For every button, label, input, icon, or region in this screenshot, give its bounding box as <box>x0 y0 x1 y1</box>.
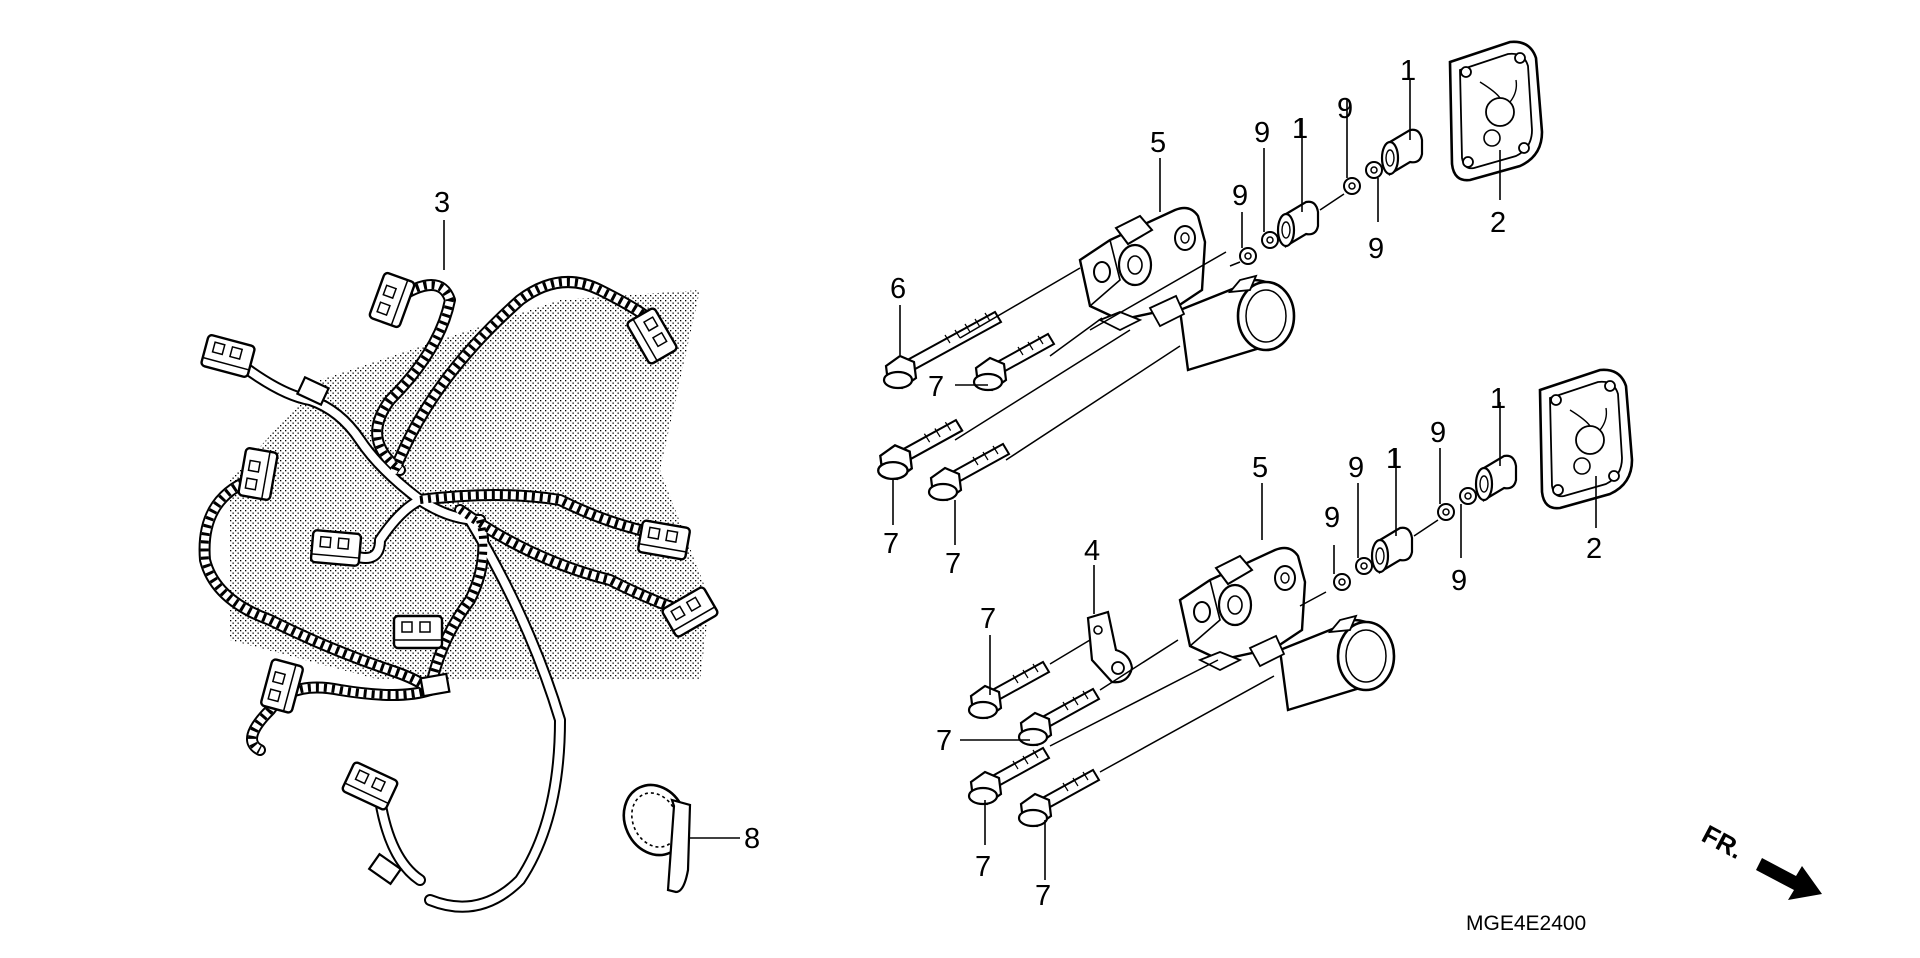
plug-1-lower-2 <box>1474 454 1518 502</box>
callout-5-lower: 5 <box>1252 452 1268 484</box>
callout-7-upper-c: 7 <box>945 548 961 580</box>
callout-7-upper-a: 7 <box>928 371 944 403</box>
callout-9-upper-4: 9 <box>1368 233 1384 265</box>
callout-4: 4 <box>1084 535 1100 567</box>
washer-9-lower-4 <box>1459 487 1477 505</box>
callout-7-lower-b: 7 <box>936 725 952 757</box>
callout-9-upper-2: 9 <box>1254 117 1270 149</box>
solenoid-assembly-upper <box>877 40 1544 502</box>
washer-9-upper-1 <box>1239 247 1257 265</box>
callout-1-lower-1: 1 <box>1386 443 1402 475</box>
bolt-7-upper-c <box>927 442 1011 502</box>
plug-1-upper-1 <box>1276 200 1320 248</box>
callout-2-lower: 2 <box>1586 533 1602 565</box>
leader-lines <box>443 78 1597 880</box>
front-direction-indicator: FR. <box>1697 819 1822 900</box>
washer-9-upper-4 <box>1365 161 1383 179</box>
bolt-7-lower-b <box>1017 687 1101 747</box>
washer-9-lower-2 <box>1355 557 1373 575</box>
callout-1-upper-2: 1 <box>1400 55 1416 87</box>
callout-9-upper-1: 9 <box>1232 180 1248 212</box>
solenoid-valve-upper <box>1078 206 1296 372</box>
callout-1-upper-1: 1 <box>1292 113 1308 145</box>
callout-6: 6 <box>890 273 906 305</box>
solenoid-assembly-lower <box>967 368 1634 828</box>
washer-9-lower-3 <box>1437 503 1455 521</box>
callout-2-upper: 2 <box>1490 207 1506 239</box>
plug-1-lower-1 <box>1370 526 1414 574</box>
callout-1-lower-2: 1 <box>1490 383 1506 415</box>
callout-8: 8 <box>744 823 760 855</box>
callout-3: 3 <box>434 187 450 219</box>
callout-9-upper-3: 9 <box>1337 93 1353 125</box>
callout-9-lower-3: 9 <box>1430 417 1446 449</box>
bolt-7-upper-a <box>972 332 1056 392</box>
callout-5-upper: 5 <box>1150 127 1166 159</box>
callout-9-lower-1: 9 <box>1324 502 1340 534</box>
gasket-2-lower <box>1538 368 1634 510</box>
callout-7-lower-c: 7 <box>975 851 991 883</box>
gasket-2-upper <box>1448 40 1544 182</box>
front-direction-arrow-icon <box>1756 858 1822 900</box>
plug-1-upper-2 <box>1380 128 1424 176</box>
bolt-7-lower-d <box>1017 768 1101 828</box>
callout-9-lower-4: 9 <box>1451 565 1467 597</box>
cable-tie <box>622 783 692 894</box>
harness-connectors <box>199 270 720 886</box>
callout-9-lower-2: 9 <box>1348 452 1364 484</box>
callout-7-upper-b: 7 <box>883 528 899 560</box>
callout-labels: 3 8 6 7 7 7 5 9 9 1 9 9 1 2 5 4 9 9 1 9 … <box>434 55 1602 912</box>
callout-7-lower-d: 7 <box>1035 880 1051 912</box>
bracket-4 <box>1086 610 1134 684</box>
bolt-7-lower-a <box>967 660 1051 720</box>
washer-9-lower-1 <box>1333 573 1351 591</box>
diagram-code: MGE4E2400 <box>1466 912 1586 935</box>
washer-9-upper-3 <box>1343 177 1361 195</box>
callout-7-lower-a: 7 <box>980 603 996 635</box>
wire-harness <box>198 270 720 913</box>
washer-9-upper-2 <box>1261 231 1279 249</box>
front-direction-label: FR. <box>1697 819 1748 865</box>
